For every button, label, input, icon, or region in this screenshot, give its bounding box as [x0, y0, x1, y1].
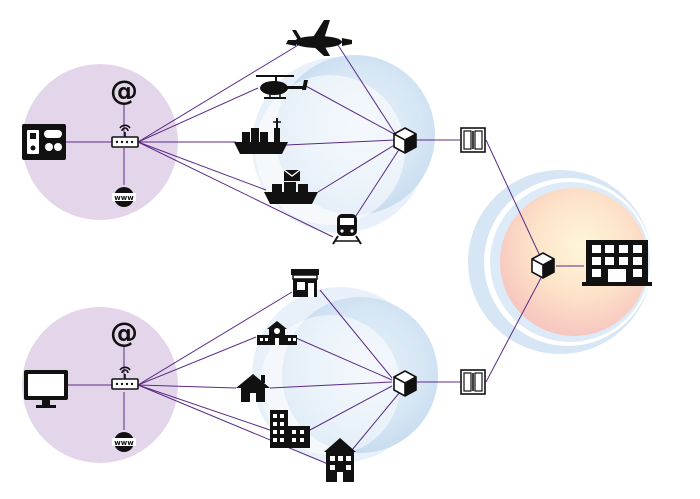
router-icon	[111, 366, 139, 390]
link-upper-cargo-ship-hub	[285, 139, 397, 146]
cargo-ship-icon	[234, 118, 288, 154]
mail-ship-icon	[264, 169, 318, 204]
link-lower-house-hub	[269, 381, 393, 389]
core-disc	[500, 188, 648, 336]
link-upper-router-helicopter	[137, 87, 259, 143]
upper-distribution-cabinet-icon	[460, 127, 486, 153]
svg-text:www: www	[114, 439, 134, 447]
control-panel-icon	[22, 124, 66, 160]
router-icon	[111, 124, 139, 148]
svg-text:www: www	[114, 194, 134, 202]
link-upper-helicopter-hub	[303, 84, 397, 136]
helicopter-icon	[256, 75, 308, 99]
at-symbol-icon: @	[110, 316, 138, 349]
company-building-icon	[582, 240, 652, 286]
core-box-icon	[531, 252, 555, 279]
link-lower-router-apartment	[137, 384, 329, 465]
link-upper-airplane-hub	[335, 41, 397, 136]
link-lower-shop-hub	[319, 289, 393, 379]
train-icon	[332, 214, 362, 245]
link-upper-train-hub	[351, 147, 401, 223]
link-upper-router-train	[137, 141, 334, 238]
link-lower-school-hub	[295, 337, 393, 381]
link-lower-cabinet-core	[485, 275, 543, 383]
upper-hub-box-icon	[393, 127, 417, 154]
link-lower-router-shop	[137, 291, 293, 386]
link-lower-router-house	[137, 384, 237, 389]
link-lower-offices-hub	[309, 385, 393, 431]
airplane-icon	[286, 20, 352, 56]
house-icon	[236, 374, 270, 402]
link-upper-router-mail-ship	[137, 141, 267, 191]
office-buildings-icon	[270, 410, 310, 448]
at-symbol-icon: @	[110, 74, 138, 107]
school-icon	[257, 321, 297, 345]
www-globe-icon: www	[112, 432, 136, 452]
link-upper-mail-ship-hub	[317, 143, 397, 193]
lower-distribution-cabinet-icon	[460, 369, 486, 395]
link-upper-cabinet-core	[485, 139, 541, 257]
connection-lines	[66, 41, 584, 465]
www-globe-icon: www	[112, 187, 136, 207]
link-lower-router-offices	[137, 384, 271, 431]
link-lower-router-school	[137, 336, 257, 386]
apartment-icon	[324, 438, 356, 482]
lower-hub-box-icon	[393, 370, 417, 397]
monitor-icon	[24, 370, 68, 408]
shop-icon	[291, 269, 319, 297]
link-upper-router-airplane	[137, 43, 301, 143]
background-discs	[22, 55, 652, 463]
link-lower-apartment-hub	[351, 391, 401, 451]
